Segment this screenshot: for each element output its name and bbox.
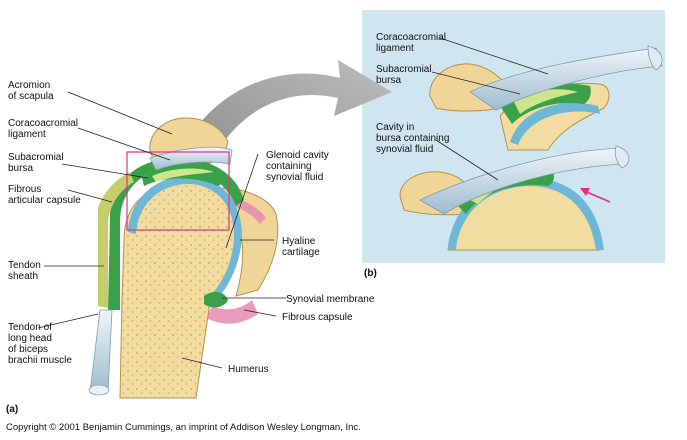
label-fibrous-articular-capsule: Fibrous articular capsule	[8, 184, 81, 206]
label-fibrous-capsule: Fibrous capsule	[282, 312, 353, 323]
label-coracoacromial-ligament: Coracoacromial ligament	[8, 118, 79, 140]
label-acromion: Acromion of scapula	[8, 80, 54, 102]
label-b-subacromial-bursa: Subacromial bursa	[376, 64, 432, 86]
label-humerus: Humerus	[228, 364, 269, 375]
panel-b-top-illustration	[429, 45, 663, 151]
panel-a-leader-lines	[37, 91, 286, 369]
label-b-coracoacromial-ligament: Coracoacromial ligament	[376, 32, 447, 54]
panel-b-leader-lines	[431, 37, 549, 181]
label-synovial-membrane: Synovial membrane	[286, 294, 375, 305]
panel-a-illustration	[88, 117, 279, 399]
panel-a-label: (a)	[6, 404, 19, 415]
label-tendon-biceps: Tendon of long head of biceps brachii mu…	[8, 322, 72, 366]
copyright-notice: Copyright © 2001 Benjamin Cummings, an i…	[6, 422, 361, 433]
zoom-arrow	[178, 60, 392, 168]
panel-b-bottom-illustration	[399, 145, 630, 251]
zoom-region-box	[126, 151, 230, 231]
label-hyaline-cartilage: Hyaline cartilage	[282, 236, 320, 258]
panel-b-label: (b)	[364, 268, 377, 279]
label-subacromial-bursa: Subacromial bursa	[8, 152, 64, 174]
label-glenoid-cavity: Glenoid cavity containing synovial fluid	[266, 150, 329, 183]
label-tendon-sheath: Tendon sheath	[8, 260, 41, 282]
label-b-cavity: Cavity in bursa containing synovial flui…	[376, 122, 450, 155]
